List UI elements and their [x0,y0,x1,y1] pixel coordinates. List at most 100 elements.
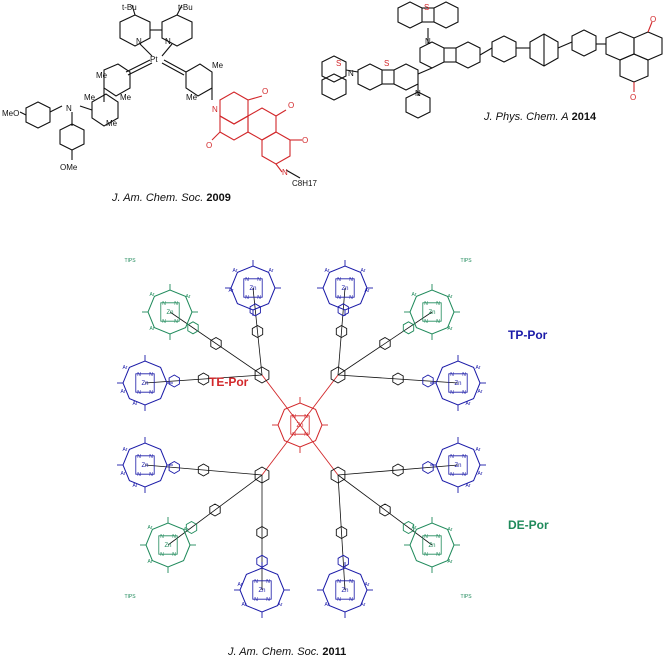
tips-label: TIPS [124,594,136,600]
n-label: N [348,69,354,78]
phenothiazine-dyad-atoms: S N S S N N O O [336,3,656,102]
n-label: N [436,534,440,540]
aryl-ring [402,321,415,335]
phenothiazine-dyad-structure [321,1,663,119]
ar-label: Ar [448,294,453,300]
aryl-ring [337,554,349,568]
n-label: N [337,597,341,603]
n-label: N [254,597,258,603]
n-label: N [165,37,171,46]
zn-label: Zn [341,588,348,594]
ar-label: Ar [148,559,153,565]
pt-complex-atoms: t-Bu t-Bu N N Pt N MeO OMe Me Me Me Me M… [2,3,317,188]
aryl-ring [168,374,180,388]
te-por-core-core [290,415,310,435]
tp-por-porphyrin-core [335,278,355,298]
aryl-ring [187,321,199,335]
ar-label: Ar [466,483,471,489]
branch-benzene [330,366,346,384]
tp-por-porphyrin-core [252,580,272,600]
pt-complex-structure [19,4,302,179]
ar-label: Ar [242,602,247,608]
linker-benzene [197,463,210,477]
year: 2009 [206,192,231,204]
n-label: N [160,534,164,540]
porphyrin-dendrimer-structure: ZnNNNNZnNNNNArArArZnNNNNArArArZnNNNNArAr… [117,258,486,618]
pt-label: Pt [150,55,158,64]
me-label: Me [120,93,132,102]
tp-por-porphyrin-core [448,373,468,393]
linker-bond [252,287,263,376]
linker-benzene [251,324,264,339]
journal-name: J. Am. Chem. Soc. [228,646,320,658]
ar-label: Ar [184,527,189,533]
me-label: Me [212,61,224,70]
n-label: N [257,277,261,283]
ar-label: Ar [269,268,274,274]
ar-label: Ar [365,288,370,294]
linker-benzene [256,525,268,540]
linker-benzene [209,503,221,517]
n-label: N [172,534,176,540]
zn-label: Zn [141,463,148,469]
linker-benzene [392,463,404,477]
reference-citation-top-left: J. Am. Chem. Soc. 2009 [112,192,231,204]
aryl-ring [422,374,434,388]
tp-por-porphyrin-core [135,455,155,475]
n-label: N [245,277,249,283]
o-label: O [206,141,212,150]
linker-benzene [379,503,391,517]
n-label: N [212,105,218,114]
n-label: N [266,579,270,585]
ar-label: Ar [412,525,417,531]
o-label: O [262,87,268,96]
n-label: N [257,295,261,301]
n-label: N [450,454,454,460]
aryl-ring [422,460,434,475]
ar-label: Ar [478,389,483,395]
ar-label: Ar [412,292,417,298]
journal-name: J. Phys. Chem. A [484,111,569,123]
linker-bond [337,287,346,376]
aryl-ring [168,460,180,475]
zn-label: Zn [166,310,173,316]
ar-label: Ar [133,401,138,407]
ar-label: Ar [123,447,128,453]
c8h17-label: C8H17 [292,179,317,188]
de-por-porphyrin-core [422,535,442,555]
n-label: N [424,534,428,540]
ar-label: Ar [476,447,481,453]
reference-citation-bottom: J. Am. Chem. Soc. 2011 [228,646,346,658]
me-label: Me [106,119,118,128]
n-label: N [462,472,466,478]
ar-label: Ar [325,602,330,608]
n-label: N [304,432,308,438]
ar-label: Ar [478,471,483,477]
linker-bond [337,374,459,384]
n-label: N [425,37,431,46]
zn-label: Zn [164,543,171,549]
n-label: N [282,168,288,177]
ome-label: OMe [60,163,78,172]
n-label: N [450,372,454,378]
de-por-label: DE-Por [508,518,549,532]
ar-label: Ar [448,559,453,565]
t-bu-label: t-Bu [122,3,137,12]
n-label: N [337,295,341,301]
n-label: N [66,104,72,113]
ar-label: Ar [278,602,283,608]
tips-label: TIPS [460,258,472,264]
n-label: N [450,472,454,478]
linker-bond [337,464,459,476]
tp-por-porphyrin-core [448,455,468,475]
aryl-ring [402,520,415,535]
n-label: N [162,319,166,325]
tp-por-porphyrin-core [335,580,355,600]
te-por-label: TE-Por [209,375,249,389]
n-label: N [462,372,466,378]
linker-bond [144,464,263,476]
tips-label: TIPS [124,258,136,264]
ethynyl-bond [299,374,339,426]
ar-label: Ar [448,326,453,332]
me-label: Me [96,71,108,80]
